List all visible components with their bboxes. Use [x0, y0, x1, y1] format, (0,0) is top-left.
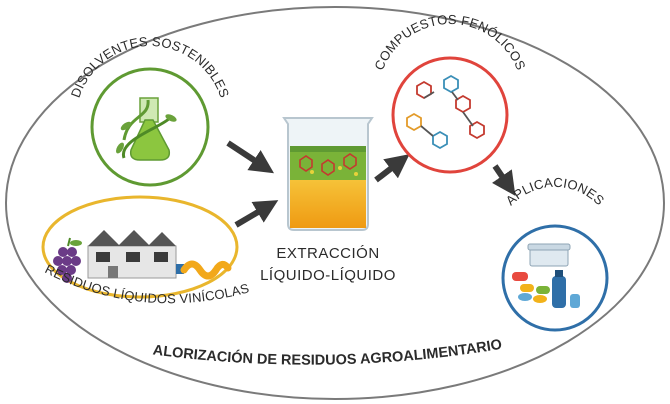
extraccion-label-line2: LÍQUIDO-LÍQUIDO	[260, 267, 396, 284]
outer-ellipse	[5, 6, 665, 400]
aplicaciones-label: APLICACIONES	[503, 175, 608, 208]
extraccion-label-line1: EXTRACCIÓN	[276, 245, 379, 262]
applications-icon	[512, 243, 580, 308]
arrow-beaker-to-compuestos	[374, 154, 410, 183]
aplicaciones-node: APLICACIONES	[501, 175, 609, 332]
valorizacion-label: VALORIZACIÓN DE RESIDUOS AGROALIMENTARIO…	[0, 0, 503, 369]
compuestos-node: COMPUESTOS FENÓLICOS	[371, 12, 529, 174]
phenolic-molecules-icon	[406, 74, 485, 150]
grapes-icon	[53, 237, 82, 283]
arrow-residuos-to-beaker	[234, 200, 279, 228]
waste-pipe-icon	[176, 260, 232, 280]
winery-factory-icon	[87, 230, 177, 279]
arrow-compuestos-to-aplicaciones	[491, 164, 516, 196]
green-flask-icon	[116, 97, 177, 161]
residuos-node: RESIDUOS LÍQUIDOS VINÍCOLAS	[41, 195, 251, 306]
arrow-disolventes-to-beaker	[226, 140, 275, 174]
compuestos-circle	[391, 56, 509, 174]
beaker-icon	[282, 117, 374, 231]
disolventes-node: DISOLVENTES SOSTENIBLES	[68, 34, 232, 187]
